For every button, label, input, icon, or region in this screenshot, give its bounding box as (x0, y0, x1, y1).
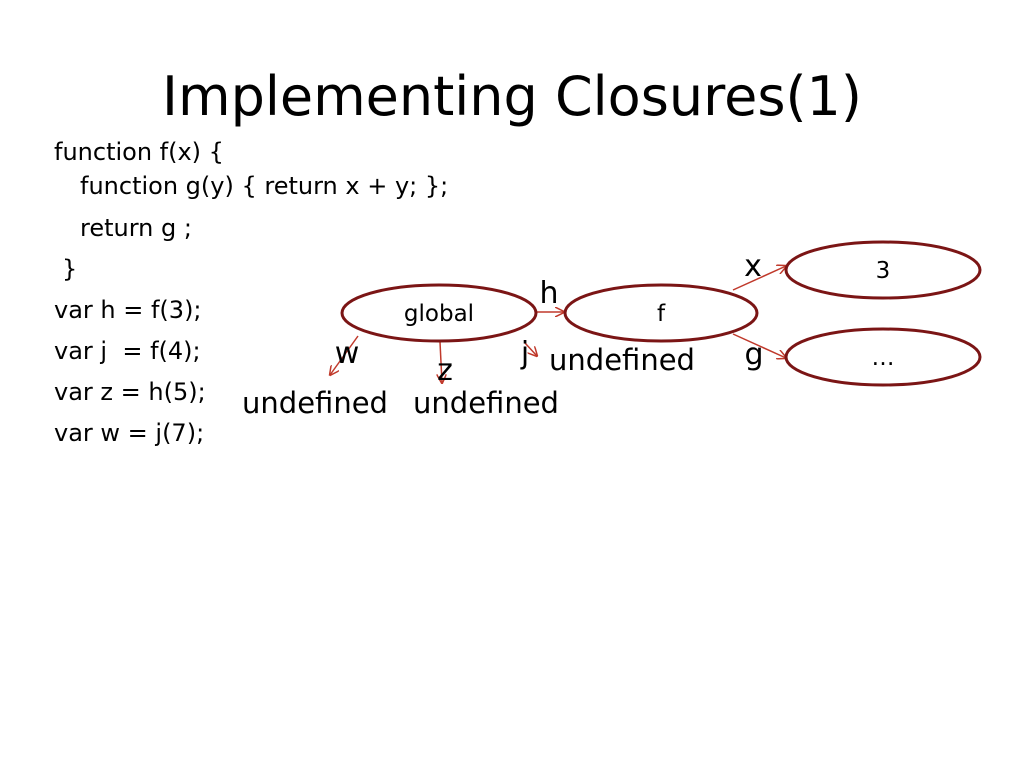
node-three (784, 240, 982, 300)
edge-z-label: z (437, 353, 453, 388)
edge-w-arrow (330, 335, 359, 375)
edge-z-arrow (440, 341, 442, 383)
undefined-w-label: undefined (242, 386, 388, 420)
node-ellipsis-label: … (872, 345, 895, 371)
code-line-7: var z = h(5); (54, 378, 206, 406)
code-line-5: var h = f(3); (54, 296, 202, 324)
code-line-1: function f(x) { (54, 138, 224, 166)
node-three-label: 3 (876, 258, 891, 284)
edge-j-label: j (520, 336, 529, 371)
slide-title: Implementing Closures(1) (162, 65, 862, 128)
code-line-6: var j = f(4); (54, 337, 201, 365)
node-global (340, 283, 538, 343)
edge-j-arrow (524, 342, 537, 356)
undefined-j-label: undefined (549, 343, 695, 377)
undefined-z-label: undefined (413, 386, 559, 420)
node-f-label: f (657, 301, 666, 327)
code-line-3: return g ; (80, 214, 192, 242)
node-global-label: global (404, 301, 474, 327)
edge-h-label: h (539, 276, 558, 311)
edge-x-arrow (732, 266, 786, 291)
code-line-8: var w = j(7); (54, 419, 205, 447)
code-line-4: } (62, 255, 78, 283)
edge-g-arrow (732, 333, 786, 358)
node-f (563, 283, 759, 343)
code-line-2: function g(y) { return x + y; }; (80, 172, 449, 200)
edge-x-label: x (744, 249, 762, 284)
edge-g-label: g (744, 337, 763, 372)
edge-w-label: w (335, 336, 360, 371)
node-ellipsis (784, 327, 982, 387)
